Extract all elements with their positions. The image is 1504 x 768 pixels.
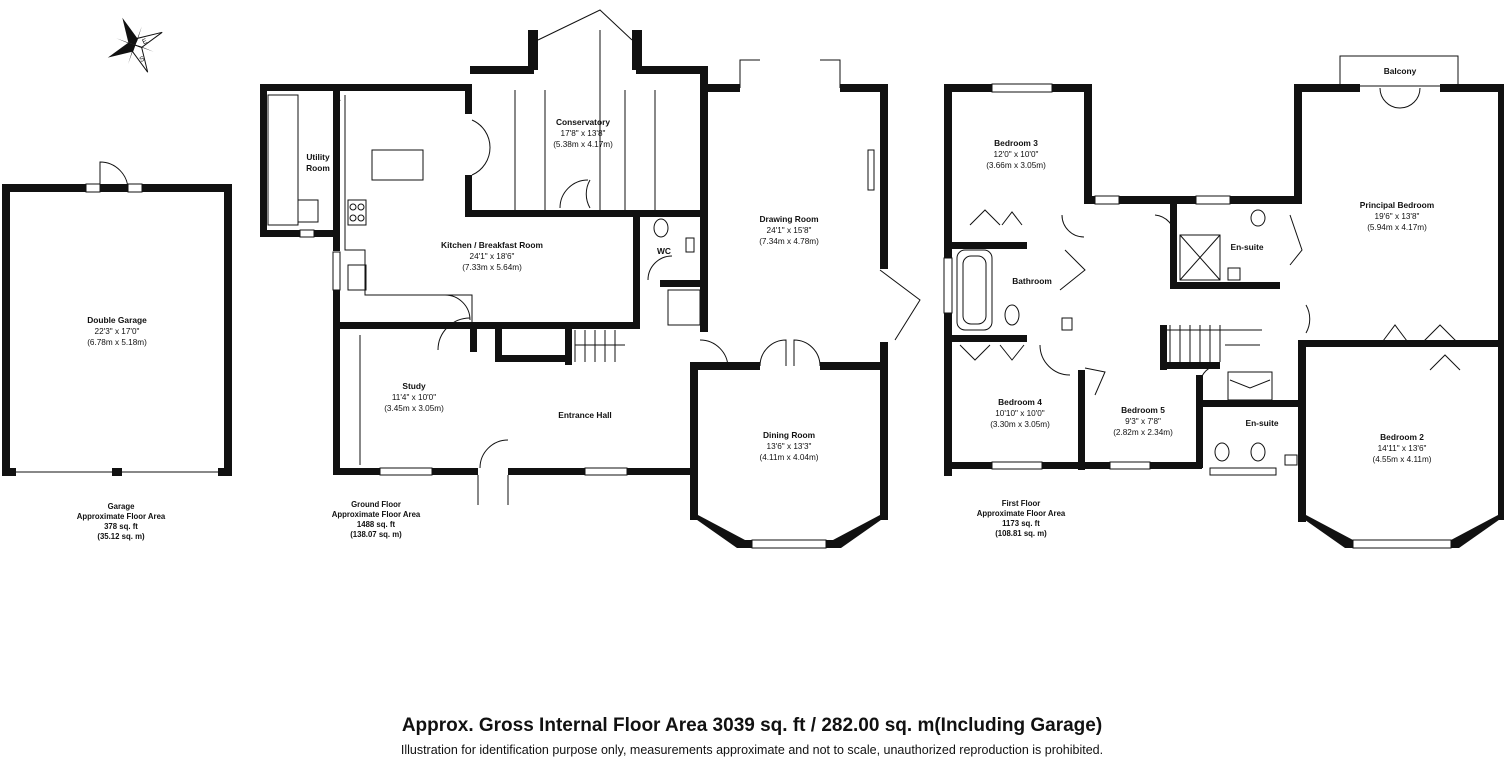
room-label-bedroom-2: Bedroom 2 14'11" x 13'6" (4.55m x 4.11m)	[1373, 432, 1432, 465]
room-label-ensuite-1: En-suite	[1230, 242, 1263, 253]
room-label-drawing: Drawing Room 24'1" x 15'8" (7.34m x 4.78…	[759, 214, 819, 247]
area-line-1: Garage	[107, 502, 135, 511]
room-label-utility: Utility Room	[306, 152, 330, 174]
room-name: Conservatory	[555, 117, 610, 127]
area-line-4: (108.81 sq. m)	[995, 529, 1047, 538]
room-label-bathroom: Bathroom	[1012, 276, 1052, 287]
disclaimer-note: Illustration for identification purpose …	[400, 743, 1104, 757]
room-name: Kitchen / Breakfast Room	[441, 240, 543, 250]
room-size-imperial: 12'0" x 10'0"	[993, 150, 1039, 159]
area-line-4: (35.12 sq. m)	[97, 532, 145, 541]
room-size-metric: (3.45m x 3.05m)	[384, 404, 444, 413]
room-name: Principal Bedroom	[1359, 200, 1435, 210]
first-floor-windows	[943, 83, 1452, 549]
room-name: Bedroom 5	[1121, 405, 1165, 415]
room-size-metric: (5.38m x 4.17m)	[553, 140, 613, 149]
room-size-imperial: 10'10" x 10'0"	[995, 409, 1045, 418]
room-name: Bedroom 3	[994, 138, 1038, 148]
room-size-imperial: 22'3" x 17'0"	[94, 327, 140, 336]
room-label-garage: Double Garage 22'3" x 17'0" (6.78m x 5.1…	[87, 315, 147, 348]
area-line-2: Approximate Floor Area	[331, 510, 421, 519]
compass-n: N	[126, 28, 134, 36]
room-size-metric: (3.30m x 3.05m)	[990, 420, 1050, 429]
room-name: Dining Room	[762, 430, 816, 440]
room-name: Balcony	[1383, 66, 1417, 76]
ground-floor-walls	[260, 30, 888, 548]
compass-w: W	[121, 46, 130, 55]
garage-walls	[2, 184, 232, 476]
room-label-dining: Dining Room 13'6" x 13'3" (4.11m x 4.04m…	[760, 430, 819, 463]
room-size-metric: (6.78m x 5.18m)	[87, 338, 147, 347]
room-label-balcony: Balcony	[1384, 66, 1417, 77]
room-label-conservatory: Conservatory 17'8" x 13'8" (5.38m x 4.17…	[553, 117, 613, 150]
room-label-wc: WC	[657, 246, 671, 257]
room-size-metric: (4.11m x 4.04m)	[759, 453, 819, 462]
gross-area-title: Approx. Gross Internal Floor Area 3039 s…	[401, 715, 1103, 736]
room-size-metric: (5.94m x 4.17m)	[1367, 223, 1427, 232]
area-caption-garage: Garage Approximate Floor Area 378 sq. ft…	[77, 502, 166, 542]
room-size-metric: (3.66m x 3.05m)	[986, 161, 1046, 170]
room-name: Bedroom 2	[1380, 432, 1424, 442]
first-floor-fittings	[956, 55, 1461, 466]
compass-s: S	[139, 56, 146, 64]
room-name-2: Room	[306, 163, 330, 173]
room-name: Study	[402, 381, 426, 391]
room-label-principal-bedroom: Principal Bedroom 19'6" x 13'8" (5.94m x…	[1360, 200, 1434, 233]
room-label-bedroom-4: Bedroom 4 10'10" x 10'0" (3.30m x 3.05m)	[990, 397, 1050, 430]
room-size-imperial: 9'3" x 7'8"	[1125, 417, 1161, 426]
room-size-metric: (7.33m x 5.64m)	[462, 263, 522, 272]
garage-door	[16, 161, 218, 473]
room-size-imperial: 13'6" x 13'3"	[766, 442, 812, 451]
room-label-ensuite-2: En-suite	[1245, 418, 1278, 429]
room-size-imperial: 14'11" x 13'6"	[1377, 444, 1427, 453]
room-size-metric: (4.55m x 4.11m)	[1372, 455, 1432, 464]
room-label-hall: Entrance Hall	[558, 410, 612, 421]
room-name: Entrance Hall	[558, 410, 612, 420]
room-name: En-suite	[1245, 418, 1279, 428]
room-size-imperial: 19'6" x 13'8"	[1374, 212, 1420, 221]
area-line-3: 378 sq. ft	[104, 522, 138, 531]
area-line-2: Approximate Floor Area	[76, 512, 166, 521]
area-line-3: 1488 sq. ft	[356, 520, 396, 529]
room-name: Double Garage	[87, 315, 147, 325]
compass-e: E	[141, 38, 148, 46]
room-name: Drawing Room	[759, 214, 819, 224]
room-size-imperial: 24'1" x 18'6"	[469, 252, 515, 261]
area-line-3: 1173 sq. ft	[1002, 519, 1040, 528]
room-label-kitchen: Kitchen / Breakfast Room 24'1" x 18'6" (…	[441, 240, 543, 273]
room-name: Bathroom	[1012, 276, 1052, 286]
room-size-imperial: 11'4" x 10'0"	[391, 393, 437, 402]
area-line-1: First Floor	[1001, 499, 1041, 508]
room-label-study: Study 11'4" x 10'0" (3.45m x 3.05m)	[384, 381, 444, 414]
room-label-bedroom-5: Bedroom 5 9'3" x 7'8" (2.82m x 2.34m)	[1113, 405, 1173, 438]
area-line-4: (138.07 sq. m)	[350, 530, 402, 539]
room-name: Utility	[306, 152, 330, 162]
compass-rose-icon: N E S W	[107, 17, 163, 73]
room-size-imperial: 24'1" x 15'8"	[766, 226, 812, 235]
room-size-metric: (7.34m x 4.78m)	[759, 237, 819, 246]
ground-floor-windows	[299, 229, 827, 549]
room-name: En-suite	[1230, 242, 1264, 252]
area-line-1: Ground Floor	[351, 500, 401, 509]
area-line-2: Approximate Floor Area	[976, 509, 1066, 518]
room-name: Bedroom 4	[998, 397, 1042, 407]
room-size-metric: (2.82m x 2.34m)	[1113, 428, 1173, 437]
area-caption-ground-floor: Ground Floor Approximate Floor Area 1488…	[332, 500, 421, 540]
room-size-imperial: 17'8" x 13'8"	[560, 129, 606, 138]
room-label-bedroom-3: Bedroom 3 12'0" x 10'0" (3.66m x 3.05m)	[986, 138, 1046, 171]
room-name: WC	[657, 246, 671, 256]
area-caption-first-floor: First Floor Approximate Floor Area 1173 …	[977, 499, 1066, 539]
